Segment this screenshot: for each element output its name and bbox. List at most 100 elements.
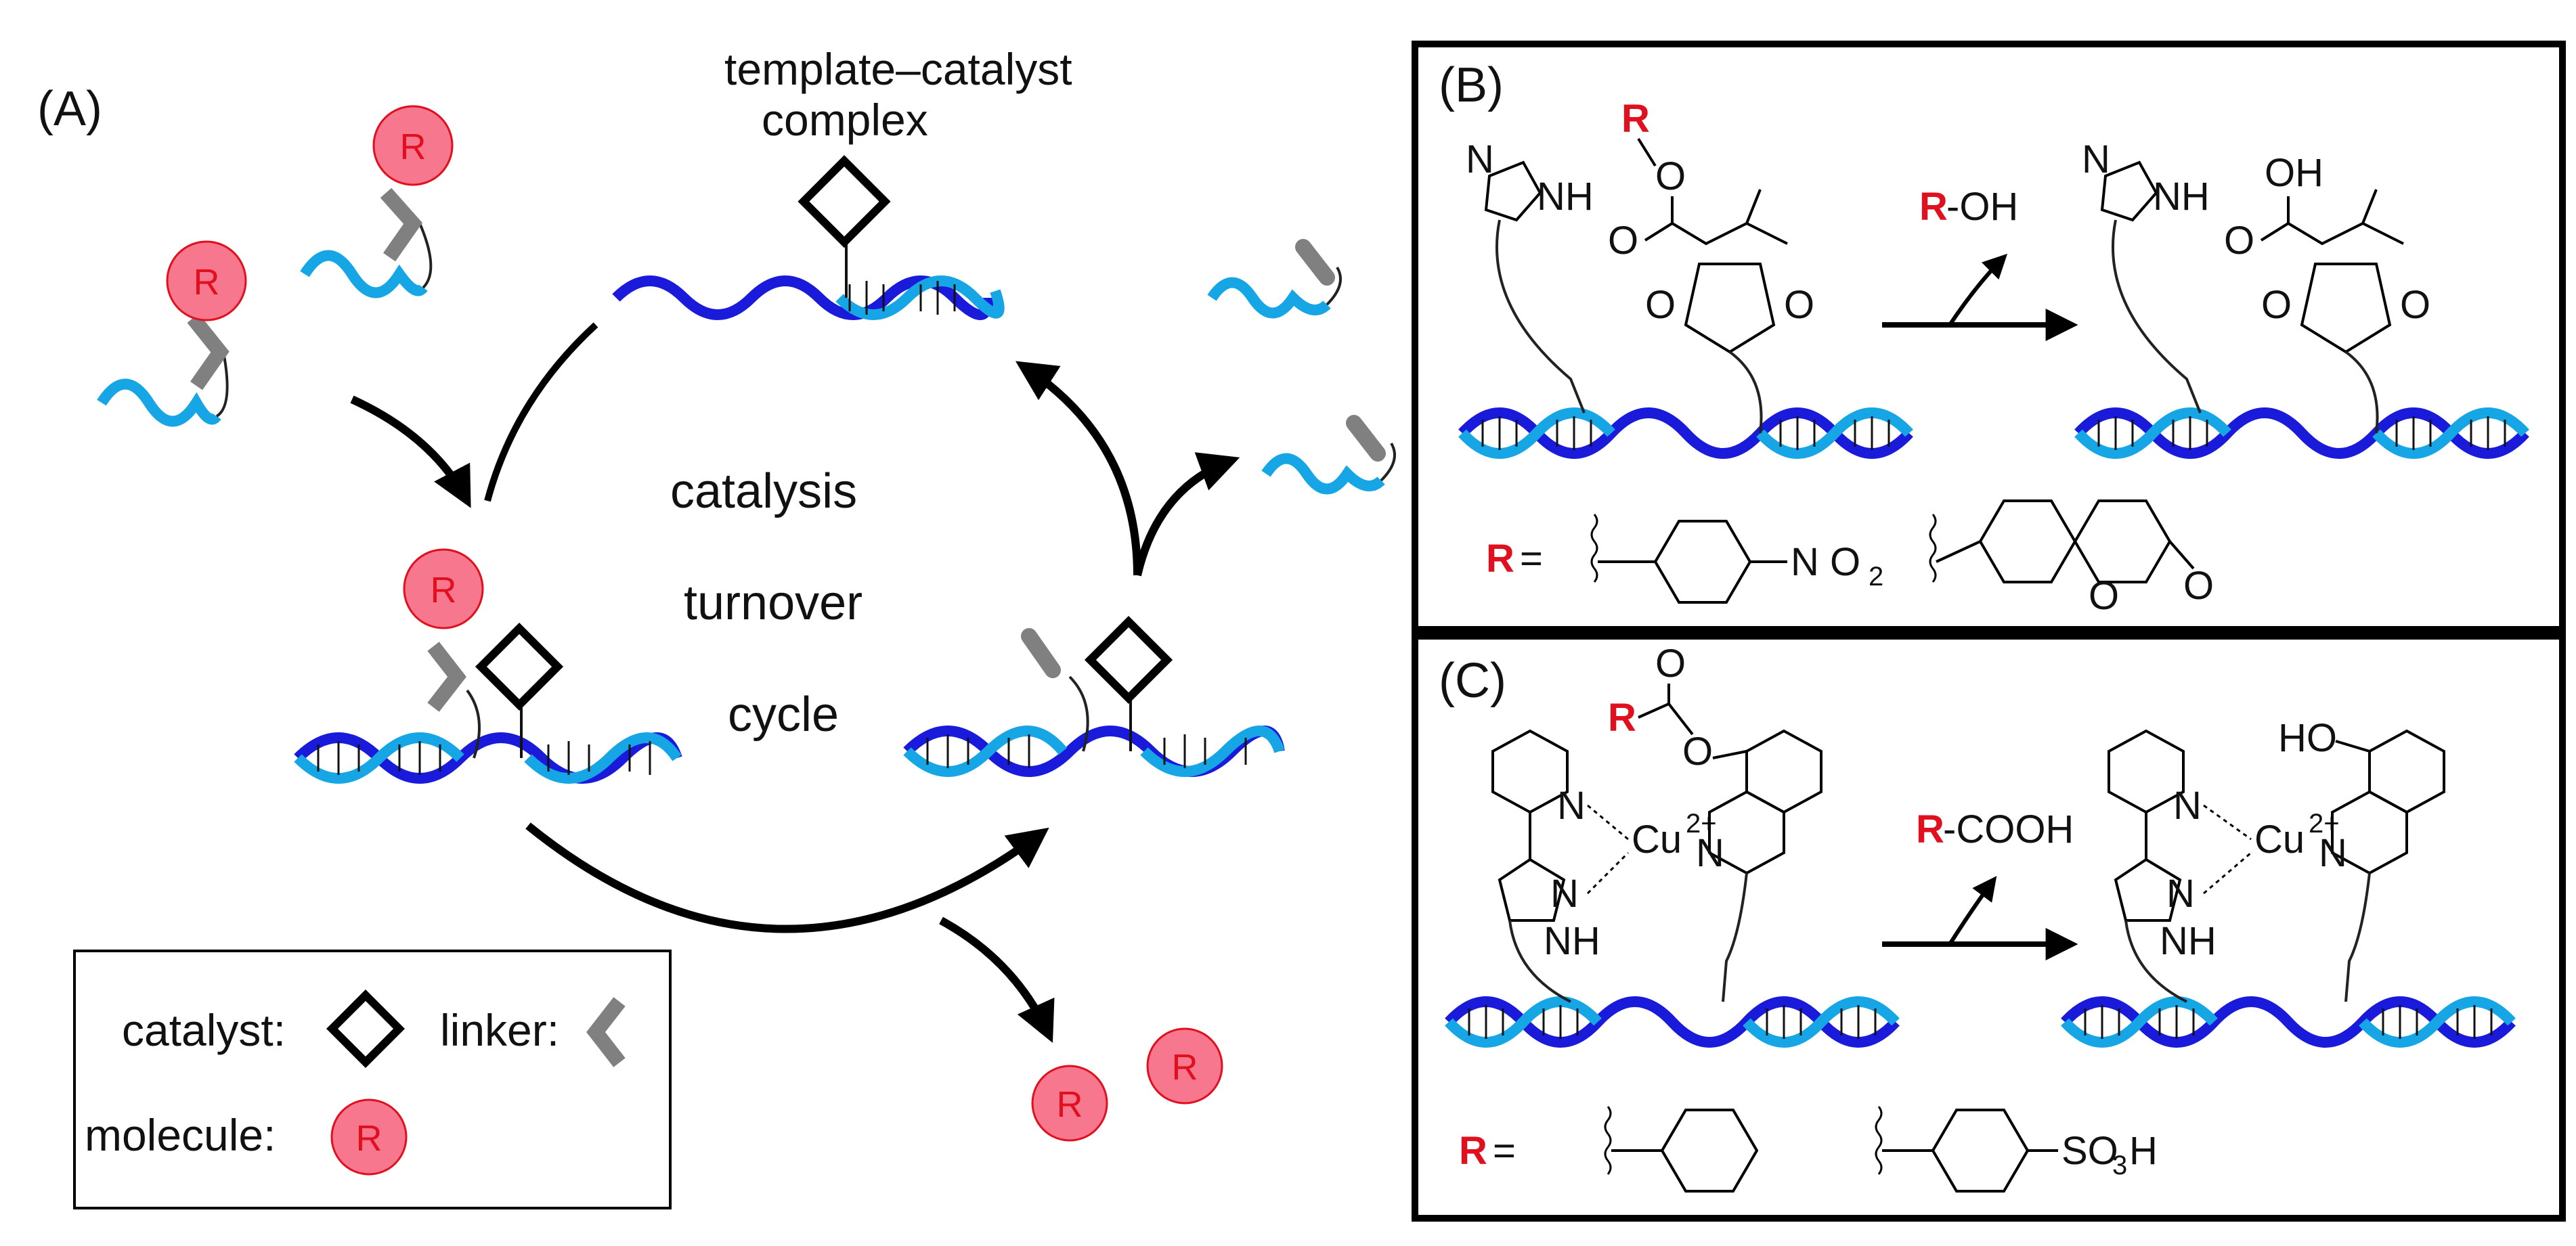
atom-n-pyrazole: N bbox=[2166, 872, 2195, 916]
pyridine-ring bbox=[1491, 729, 1569, 814]
base-pairs bbox=[926, 734, 1247, 768]
template-strand bbox=[612, 275, 994, 320]
product-strand bbox=[903, 726, 1068, 777]
quinoline-ring-1 bbox=[2368, 729, 2445, 814]
product-c: N N NH Cu 2+ HO N bbox=[2061, 716, 2516, 1048]
catalyst-diamond bbox=[1084, 615, 1173, 705]
linker-shape bbox=[1295, 239, 1335, 286]
r-definition-b: R = N O 2 O O bbox=[1486, 499, 2214, 618]
bond bbox=[2168, 540, 2195, 570]
wavy-bond bbox=[1929, 514, 1937, 583]
base-pairs bbox=[848, 281, 956, 315]
nitrophenyl-ring bbox=[1653, 520, 1752, 604]
dione-tether bbox=[1728, 351, 1763, 434]
single-strand bbox=[97, 378, 221, 427]
pyrazole-ring bbox=[2114, 858, 2182, 922]
base-pairs bbox=[1481, 416, 1890, 450]
strand-right bbox=[2372, 407, 2529, 459]
wavy-bond bbox=[1604, 1106, 1612, 1175]
pyrazole-tether bbox=[2124, 920, 2187, 1003]
panel-c: (C) N N NH Cu 2+ R O O N bbox=[1412, 633, 2566, 1222]
molecule-symbol: R bbox=[431, 570, 457, 610]
base-pairs bbox=[317, 741, 651, 775]
nitro-subscript: 2 bbox=[1869, 562, 1883, 592]
strand-right bbox=[2359, 996, 2516, 1048]
coordination-bond bbox=[2203, 851, 2252, 895]
coumarin-o: O bbox=[2089, 574, 2119, 618]
atom-o-carbonyl: O bbox=[2224, 219, 2254, 263]
atom-o-ester: O bbox=[1682, 730, 1713, 774]
sulfo-subscript: 3 bbox=[2112, 1151, 2127, 1180]
atom-n-pyridine: N bbox=[1557, 784, 1586, 828]
product-b: N NH OH O O O bbox=[2074, 137, 2529, 459]
base-pairs bbox=[2097, 416, 2506, 450]
histidine-tether bbox=[1496, 219, 1586, 414]
quinoline-ring-1 bbox=[1745, 729, 1822, 814]
sulfophenyl-ring bbox=[1931, 1109, 2030, 1193]
ester-bonds bbox=[1637, 137, 1788, 246]
strand-left bbox=[2074, 407, 2231, 459]
coordination-bond bbox=[1586, 851, 1630, 895]
copper-charge: 2+ bbox=[2309, 809, 2340, 839]
tether bbox=[1068, 675, 1089, 752]
legend-linker-label: linker: bbox=[440, 1005, 559, 1055]
panel-a: (A) template–catalyst complex catalysis … bbox=[37, 44, 1396, 1209]
cyclopentanedione-ring bbox=[1684, 263, 1776, 354]
legend: catalyst: linker: molecule: R bbox=[73, 950, 672, 1209]
strand-left bbox=[1458, 407, 1615, 459]
atom-o-ester: O bbox=[1655, 154, 1686, 198]
substrate-strand-1: R bbox=[97, 240, 247, 427]
arrow-substrate-binding bbox=[350, 395, 471, 508]
substrate-strand bbox=[294, 732, 464, 784]
arrow-catalysis bbox=[525, 822, 1049, 933]
atom-n: N bbox=[2082, 137, 2110, 181]
imidazole-ring bbox=[2100, 160, 2158, 222]
atom-ho: HO bbox=[2278, 716, 2337, 760]
complex-label-line1: template–catalyst bbox=[724, 44, 1072, 94]
acid-bonds bbox=[2260, 189, 2404, 246]
molecule-symbol: R bbox=[1057, 1084, 1083, 1125]
sulfo-group: SO bbox=[2061, 1129, 2118, 1173]
atom-o-dione-2: O bbox=[1784, 283, 1814, 327]
copper-ion: Cu bbox=[1632, 818, 1682, 862]
atom-n-quinoline: N bbox=[2319, 831, 2347, 875]
phenyl-ring bbox=[1660, 1109, 1759, 1193]
byproduct-r: R bbox=[1919, 185, 1948, 229]
coordination-bond bbox=[1587, 804, 1629, 841]
r-def-equals: = bbox=[1493, 1129, 1516, 1173]
molecule-symbol: R bbox=[194, 262, 220, 303]
coumarin-pyrone-ring bbox=[2073, 499, 2172, 583]
pyrazole-ring bbox=[1498, 858, 1566, 922]
reactant-c: N N NH Cu 2+ R O O N bbox=[1445, 642, 1900, 1048]
tether bbox=[1326, 266, 1342, 306]
nitro-group: N O bbox=[1791, 540, 1860, 584]
linker-shape bbox=[1346, 415, 1386, 462]
byproduct-arrow-c bbox=[1948, 876, 1997, 945]
byproduct-arrow-b bbox=[1948, 253, 2008, 326]
cycle-label-turnover: turnover bbox=[684, 576, 863, 630]
linker-shape bbox=[427, 642, 466, 712]
released-molecule-2: R bbox=[1146, 1027, 1223, 1105]
quinoline-tether bbox=[1722, 872, 1748, 1002]
imidazole-ring bbox=[1484, 160, 1542, 222]
legend-molecule-symbol: R bbox=[356, 1118, 383, 1159]
legend-linker-shape bbox=[586, 997, 626, 1067]
r-def-equals: = bbox=[1520, 537, 1543, 581]
coumarin-carbonyl-o: O bbox=[2183, 564, 2214, 608]
wavy-bond bbox=[1590, 514, 1598, 583]
r-definition-c: R = SO 3 H bbox=[1459, 1106, 2158, 1193]
molecule-circle bbox=[1146, 1027, 1223, 1105]
pyridine-ring bbox=[2108, 729, 2185, 814]
legend-molecule-label: molecule: bbox=[85, 1110, 276, 1160]
bond bbox=[1936, 540, 1981, 563]
molecule-symbol: R bbox=[1172, 1047, 1198, 1088]
base-pairs bbox=[1468, 1005, 1877, 1039]
byproduct-cooh: -COOH bbox=[1943, 807, 2074, 851]
cycle-label-catalysis: catalysis bbox=[670, 464, 857, 518]
atom-o-dione-1: O bbox=[2261, 283, 2292, 327]
arc-template-to-complex bbox=[484, 322, 598, 502]
template-strand bbox=[294, 732, 682, 784]
r-def-symbol: R bbox=[1459, 1129, 1487, 1173]
atom-nh: NH bbox=[2153, 175, 2210, 219]
